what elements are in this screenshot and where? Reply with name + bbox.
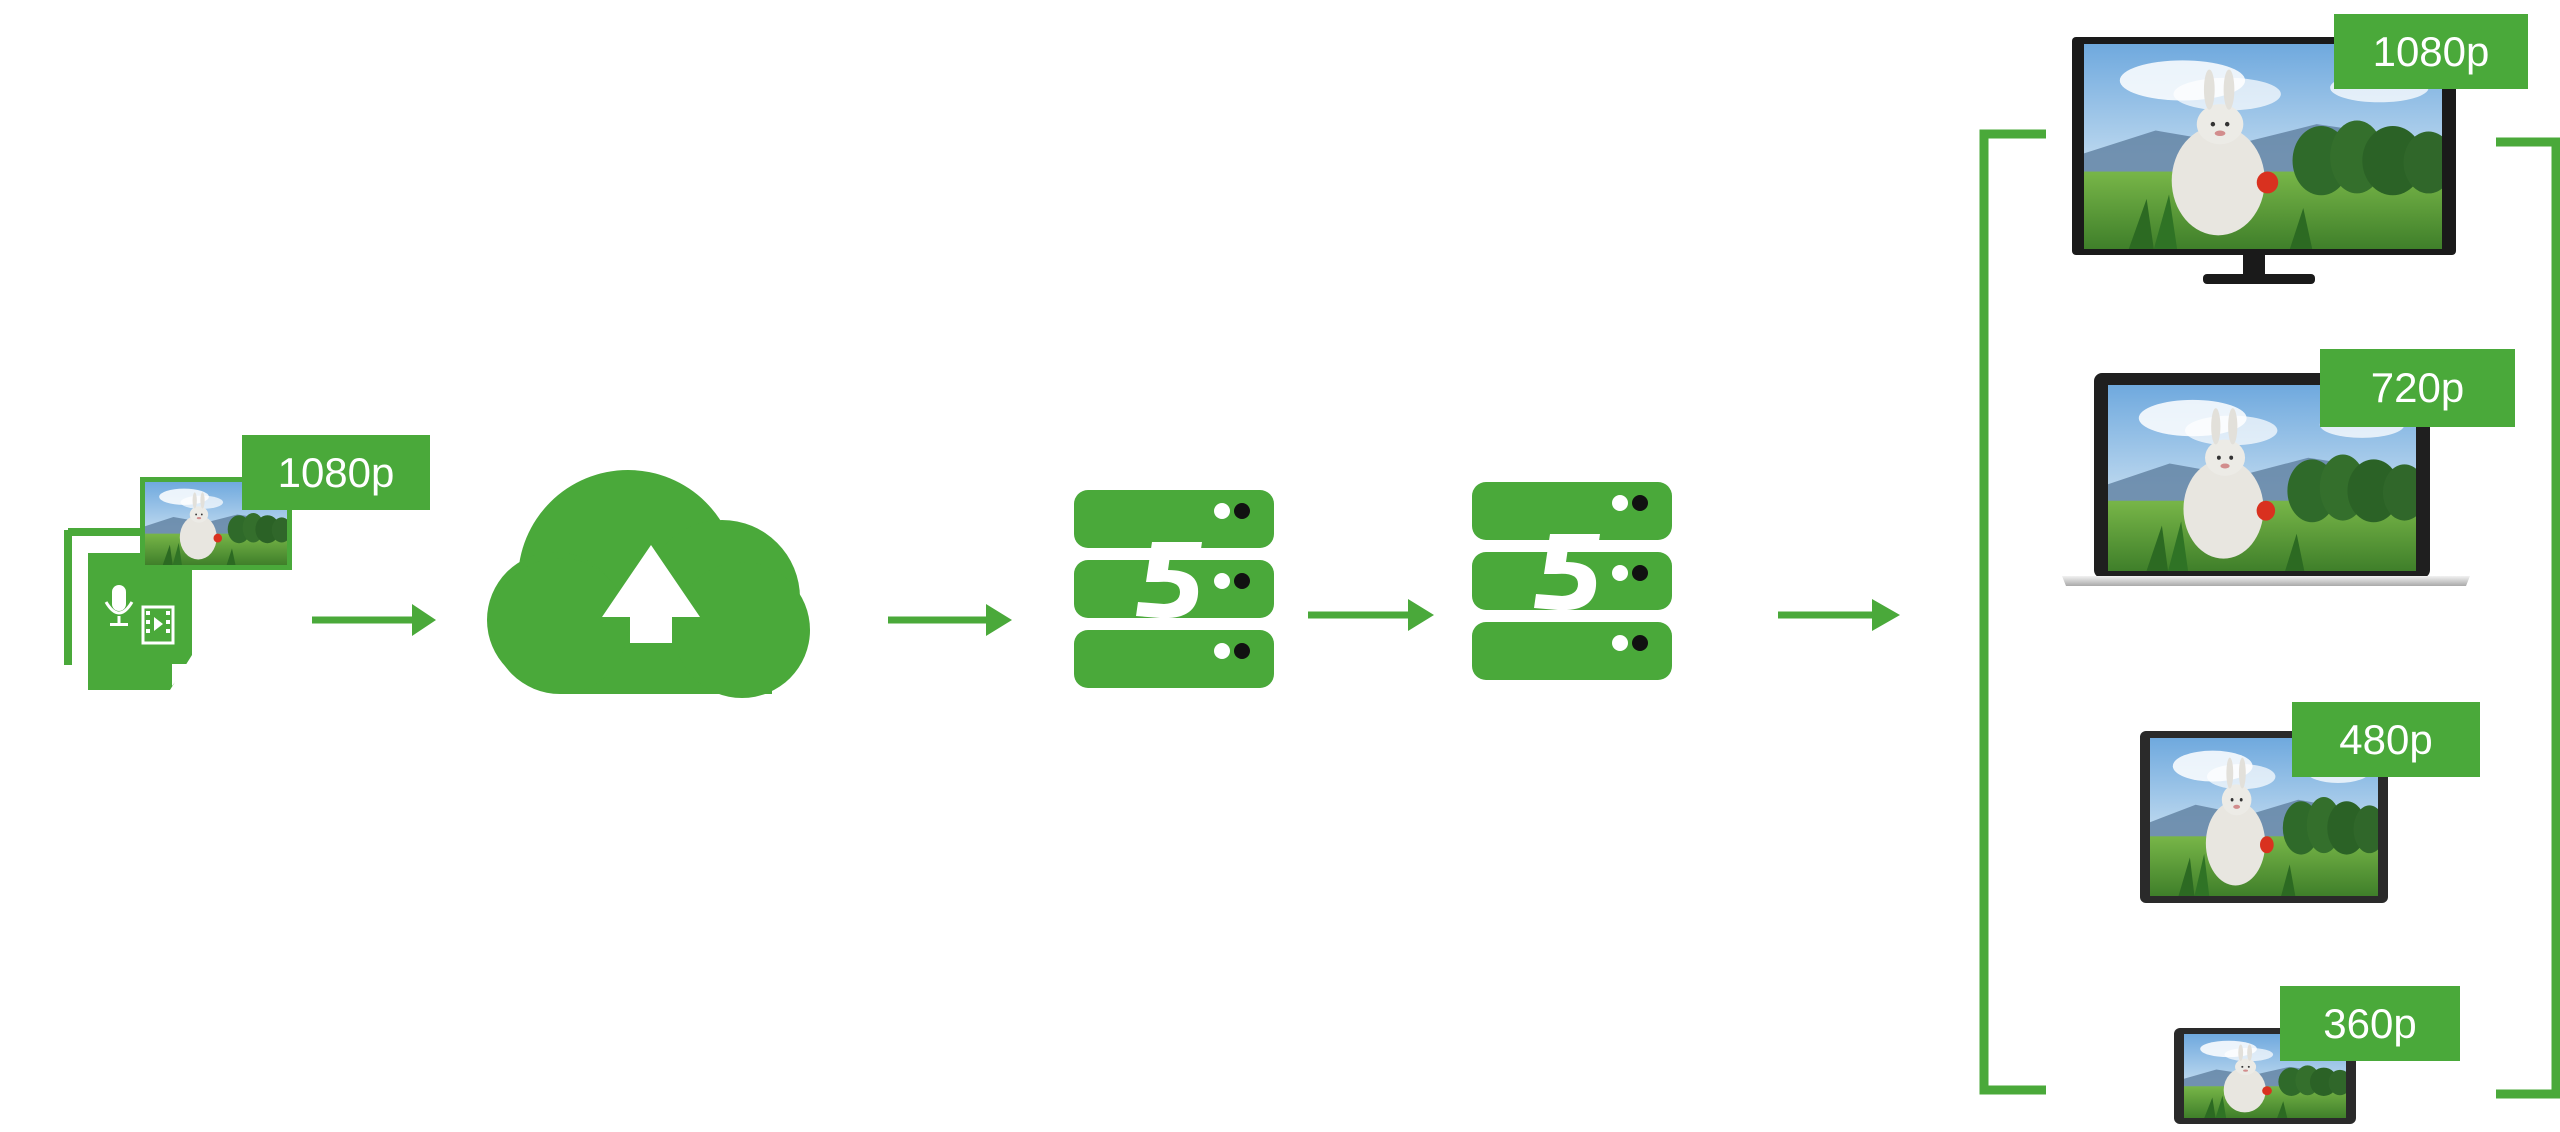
microphone-icon [104,585,134,626]
arrow-server-to-devices [1778,599,1900,631]
html5-logo-icon [1534,534,1600,611]
arrow-server-to-server [1308,599,1434,631]
arrow-cloud-to-server [888,604,1012,636]
output-resolution-badge-1080p: 1080p [2334,14,2528,89]
html5-server-icon [1472,482,1672,680]
arrow-source-to-cloud [312,604,436,636]
upload-arrow-icon [602,545,700,643]
source-resolution-badge: 1080p [242,435,430,510]
monitor-device [2072,37,2456,284]
upload-cloud-icon [487,470,810,698]
output-resolution-badge-360p: 360p [2280,986,2460,1061]
source-media-icon [64,477,292,690]
html5-server-icon [1074,490,1274,688]
html5-logo-icon [1136,542,1202,619]
film-icon [141,605,175,645]
left-bracket [1979,129,2046,1095]
file-corner-fold [172,664,190,686]
play-icon [154,617,163,631]
output-resolution-badge-720p: 720p [2320,349,2515,427]
output-resolution-badge-480p: 480p [2292,702,2480,777]
right-bracket [2496,137,2560,1099]
